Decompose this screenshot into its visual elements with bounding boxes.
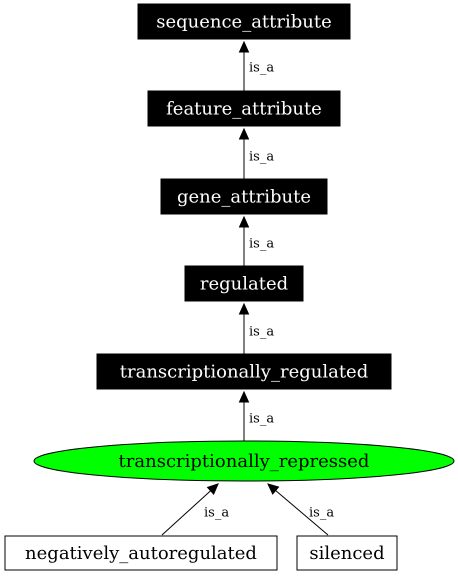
node-label: regulated (200, 274, 288, 295)
arrowhead-icon (206, 483, 219, 495)
node-shape (160, 178, 328, 215)
node-shape (184, 265, 304, 302)
edge-label: is_a (249, 412, 274, 427)
nodes-layer: sequence_attribute feature_attribute gene_… (4, 3, 455, 571)
node-label: feature_attribute (166, 99, 322, 120)
node-label: gene_attribute (177, 187, 311, 208)
node-label: negatively_autoregulated (25, 543, 257, 564)
arrowhead-icon (238, 40, 250, 53)
node-feature_attribute[interactable]: feature_attribute (147, 90, 341, 127)
node-label: sequence_attribute (156, 12, 332, 33)
arrowhead-icon (238, 215, 250, 228)
node-regulated[interactable]: regulated (184, 265, 304, 302)
edge-label: is_a (249, 150, 274, 165)
node-gene_attribute[interactable]: gene_attribute (160, 178, 328, 215)
edge-gene_attribute-to-feature_attribute: is_a (238, 127, 274, 179)
arrowhead-icon (267, 483, 280, 495)
edge-label: is_a (249, 325, 274, 340)
edge-transcriptionally_regulated-to-regulated: is_a (238, 302, 274, 354)
node-shape (147, 90, 341, 127)
edge-negatively_autoregulated-to-transcriptionally_repressed: is_a (161, 483, 229, 536)
edge-label: is_a (249, 237, 274, 252)
node-sequence_attribute[interactable]: sequence_attribute (137, 3, 351, 40)
edge-regulated-to-gene_attribute: is_a (238, 215, 274, 266)
node-shape (296, 535, 398, 571)
arrowhead-icon (238, 127, 250, 140)
node-label: transcriptionally_repressed (119, 451, 370, 472)
node-transcriptionally_regulated[interactable]: transcriptionally_regulated (96, 353, 392, 390)
arrowhead-icon (238, 390, 250, 403)
edge-label: is_a (204, 506, 229, 521)
edge-transcriptionally_repressed-to-transcriptionally_regulated: is_a (238, 390, 274, 441)
node-label: transcriptionally_regulated (120, 362, 368, 383)
edge-silenced-to-transcriptionally_repressed: is_a (267, 483, 334, 536)
edges-layer: is_a is_a is_a is_a is_a is_a is_a (161, 40, 334, 536)
edge-line (161, 490, 211, 536)
node-transcriptionally_repressed[interactable]: transcriptionally_repressed (33, 440, 455, 482)
node-silenced[interactable]: silenced (296, 535, 398, 571)
arrowhead-icon (238, 302, 250, 315)
node-shape (96, 353, 392, 390)
node-label: silenced (309, 543, 384, 564)
node-negatively_autoregulated[interactable]: negatively_autoregulated (4, 535, 278, 571)
node-shape (137, 3, 351, 40)
edge-label: is_a (249, 61, 274, 76)
node-shape (33, 440, 455, 482)
edge-feature_attribute-to-sequence_attribute: is_a (238, 40, 274, 91)
node-shape (4, 535, 278, 571)
edge-line (275, 490, 329, 536)
edge-label: is_a (309, 506, 334, 521)
